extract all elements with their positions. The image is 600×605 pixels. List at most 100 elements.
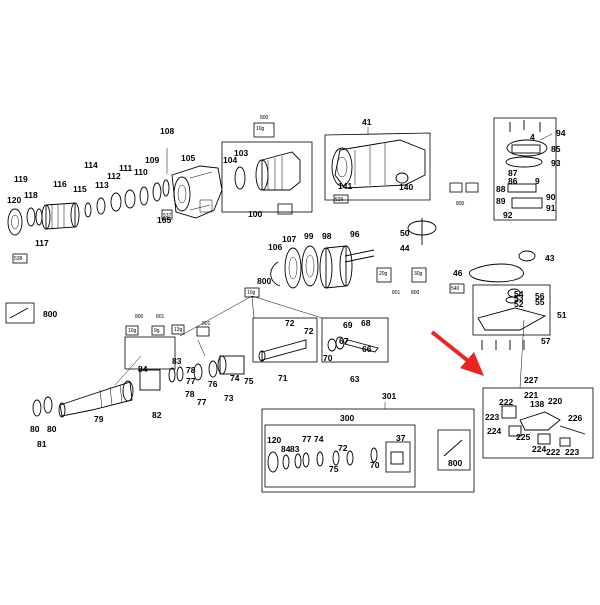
label-67: 67 (339, 336, 349, 346)
label-111: 111 (119, 163, 133, 173)
mark-30g: 30g (414, 271, 423, 277)
mark-9g: 9g (154, 328, 160, 334)
label-52: 52 (514, 299, 524, 309)
highlight-arrow (430, 330, 484, 376)
switch-assembly (493, 117, 557, 221)
cylinder-block (376, 267, 551, 350)
front-assembly (7, 122, 313, 264)
label-165: 165 (157, 215, 171, 225)
label-84-b: 84 (281, 444, 291, 454)
service-kit (261, 408, 475, 493)
label-51: 51 (557, 310, 567, 320)
label-88: 88 (496, 184, 506, 194)
label-68: 68 (361, 318, 371, 328)
label-78-a: 78 (186, 365, 196, 375)
label-800-b: 800 (456, 201, 465, 207)
label-87: 87 (508, 168, 518, 178)
label-70-b: 70 (370, 460, 380, 470)
label-222-a: 222 (499, 397, 513, 407)
label-221: 221 (524, 390, 538, 400)
label-56: 56 (535, 291, 545, 301)
mark-10g-b: 10g (128, 328, 137, 334)
label-55: 55 (535, 297, 545, 307)
label-78-b: 78 (185, 389, 195, 399)
label-94: 94 (556, 128, 566, 138)
label-800-side: 800 (43, 309, 57, 319)
grease-box-left (5, 302, 35, 324)
label-9: 9 (535, 176, 540, 186)
label-106: 106 (268, 242, 282, 252)
label-84-a: 84 (138, 364, 148, 374)
label-225: 225 (516, 432, 530, 442)
label-117: 117 (35, 238, 49, 248)
label-800-d: 800 (257, 276, 271, 286)
mark-538: 538 (14, 256, 23, 262)
label-83-b: 83 (290, 444, 300, 454)
label-800-e: 800 (135, 314, 144, 320)
label-112: 112 (107, 171, 121, 181)
label-220: 220 (548, 396, 562, 406)
label-57: 57 (541, 336, 551, 346)
label-110: 110 (134, 167, 148, 177)
label-800-c: 800 (411, 290, 420, 296)
mark-13g: 13g (174, 327, 183, 333)
label-114: 114 (84, 160, 98, 170)
label-69: 69 (343, 320, 353, 330)
label-89: 89 (496, 196, 506, 206)
label-800-f: 800 (448, 458, 462, 468)
label-113: 113 (95, 180, 109, 190)
label-46: 46 (453, 268, 463, 278)
label-75-b: 75 (329, 464, 339, 474)
motor-housing (324, 132, 479, 204)
label-115: 115 (73, 184, 87, 194)
label-119: 119 (14, 174, 28, 184)
part-227-box (482, 387, 594, 459)
label-109: 109 (145, 155, 159, 165)
label-96: 96 (350, 229, 360, 239)
mark-540: 540 (451, 286, 460, 292)
label-222-b: 222 (546, 447, 560, 457)
label-77-a: 77 (186, 376, 196, 386)
label-73: 73 (224, 393, 234, 403)
label-138: 138 (530, 399, 544, 409)
label-85: 85 (551, 144, 561, 154)
label-120-b: 120 (267, 435, 281, 445)
label-107: 107 (282, 234, 296, 244)
label-66: 66 (362, 344, 372, 354)
mark-537: 537 (163, 213, 172, 219)
label-300: 300 (340, 413, 354, 423)
label-71: 71 (278, 373, 288, 383)
leader-lines (114, 127, 553, 409)
label-72-b: 72 (304, 326, 314, 336)
label-75-a: 75 (244, 376, 254, 386)
label-223-a: 223 (485, 412, 499, 422)
label-72-c: 72 (338, 443, 348, 453)
label-86: 86 (508, 176, 518, 186)
label-801-c: 801 (202, 321, 211, 327)
label-41: 41 (362, 117, 372, 127)
label-92: 92 (503, 210, 513, 220)
label-227: 227 (524, 375, 538, 385)
label-93: 93 (551, 158, 561, 168)
label-83-a: 83 (172, 356, 182, 366)
piston-assemblies (125, 287, 389, 363)
spindle-assembly (32, 336, 245, 418)
label-140: 140 (399, 182, 413, 192)
label-90: 90 (546, 192, 556, 202)
label-72-a: 72 (285, 318, 295, 328)
mark-539: 539 (335, 197, 344, 203)
label-99: 99 (304, 231, 314, 241)
label-105: 105 (181, 153, 195, 163)
label-54: 54 (514, 289, 524, 299)
label-77-b: 77 (197, 397, 207, 407)
label-44: 44 (400, 243, 410, 253)
label-70-a: 70 (323, 353, 333, 363)
label-82: 82 (152, 410, 162, 420)
label-104: 104 (223, 155, 237, 165)
label-120: 120 (7, 195, 21, 205)
label-141: 141 (338, 181, 352, 191)
label-100: 100 (248, 209, 262, 219)
label-79: 79 (94, 414, 104, 424)
label-801-b: 801 (156, 314, 165, 320)
